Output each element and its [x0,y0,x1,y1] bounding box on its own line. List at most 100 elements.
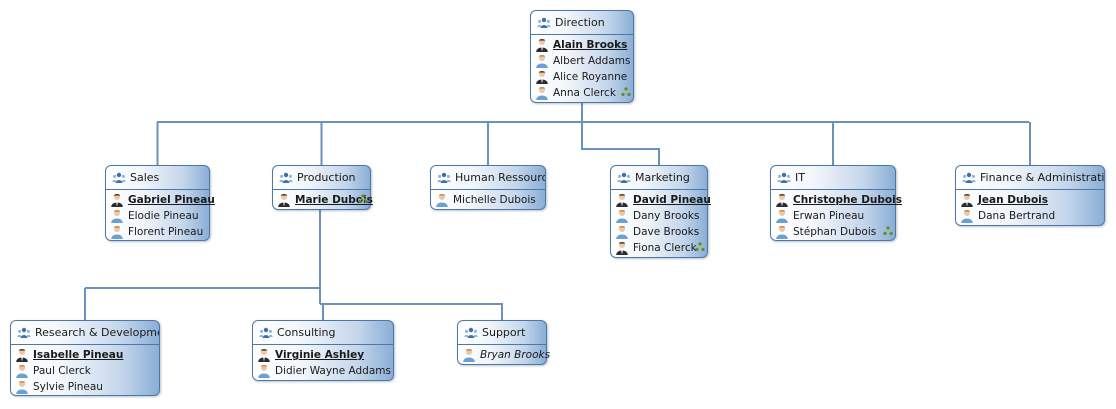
member-name: Dany Brooks [633,210,700,222]
member-row[interactable]: Elodie Pineau [110,208,209,224]
member-row[interactable]: Dana Bertrand [960,208,1104,224]
org-unit-icon [617,171,631,185]
unit-title: Research & Development [35,326,159,339]
person-icon [110,209,124,223]
person-icon [775,225,789,239]
member-name: Sylvie Pineau [33,381,103,393]
member-row[interactable]: Bryan Brooks [462,347,550,363]
member-row[interactable]: Alice Royanne [535,69,633,85]
member-row[interactable]: Isabelle Pineau [15,347,159,363]
person-icon [257,364,271,378]
unit-title: IT [795,171,805,184]
member-row[interactable]: Anna Clerck [535,85,633,101]
manager-person-icon [110,193,124,207]
unit-header[interactable]: Finance & Administrative [956,166,1104,190]
unit-header[interactable]: Production [273,166,370,190]
person-icon [960,209,974,223]
manager-name: David Pineau [633,194,711,206]
assistant-icon [358,193,368,203]
unit-title: Marketing [635,171,690,184]
unit-header[interactable]: Marketing [611,166,707,190]
manager-person-icon [535,38,549,52]
member-row[interactable]: David Pineau [615,192,711,208]
manager-name: Christophe Dubois [793,194,902,206]
connector-to-marketing [581,122,660,165]
member-list: Bryan Brooks [458,345,550,363]
manager-person-icon [15,348,29,362]
member-row[interactable]: Dave Brooks [615,224,707,240]
member-row[interactable]: Christophe Dubois [775,192,902,208]
member-row[interactable]: Michelle Dubois [435,192,545,208]
manager-name: Gabriel Pineau [128,194,215,206]
member-list: Marie Dubois [273,190,373,208]
unit-title: Direction [555,16,605,29]
member-name: Michelle Dubois [453,194,536,206]
org-unit-icon [279,171,293,185]
member-row[interactable]: Dany Brooks [615,208,707,224]
unit-title: Consulting [277,326,336,339]
unit-title: Sales [130,171,160,184]
connector-to-support [320,303,503,320]
unit-header[interactable]: Sales [106,166,209,190]
member-row[interactable]: Gabriel Pineau [110,192,215,208]
manager-name: Isabelle Pineau [33,349,124,361]
person-icon [615,209,629,223]
member-row[interactable]: Paul Clerck [15,363,159,379]
member-row[interactable]: Sylvie Pineau [15,379,159,395]
member-name: Florent Pineau [128,226,204,238]
member-row[interactable]: Marie Dubois [277,192,373,208]
connector-to-consulting [320,303,324,320]
member-row[interactable]: Didier Wayne Addams [257,363,393,379]
person-icon [110,225,124,239]
member-row[interactable]: Alain Brooks [535,37,633,53]
person-icon [435,193,449,207]
unit-header[interactable]: Direction [531,11,633,35]
person-icon [15,380,29,394]
member-name: Alice Royanne [553,71,628,83]
member-row[interactable]: Florent Pineau [110,224,209,240]
unit-header[interactable]: Research & Development [11,321,159,345]
member-name: Anna Clerck [553,87,616,99]
unit-header[interactable]: Consulting [253,321,393,345]
assistant-icon [695,241,705,251]
unit-header[interactable]: IT [771,166,895,190]
unit-header[interactable]: Support [458,321,546,345]
manager-name: Marie Dubois [295,194,373,206]
unit-rnd[interactable]: Research & DevelopmentIsabelle PineauPau… [10,320,160,396]
unit-header[interactable]: Human Ressource [431,166,545,190]
unit-title: Human Ressource [455,171,545,184]
org-unit-icon [17,326,31,340]
member-row[interactable]: Fiona Clerck [615,240,707,256]
member-row[interactable]: Virginie Ashley [257,347,393,363]
member-name: Fiona Clerck [633,242,697,254]
member-name: Bryan Brooks [480,349,551,361]
member-name: Erwan Pineau [793,210,865,222]
member-name: Didier Wayne Addams [275,365,391,377]
unit-title: Support [482,326,526,339]
person-icon [462,348,476,362]
member-row[interactable]: Erwan Pineau [775,208,895,224]
org-unit-icon [259,326,273,340]
manager-person-icon [535,70,549,84]
org-unit-icon [112,171,126,185]
manager-person-icon [257,348,271,362]
person-icon [535,86,549,100]
member-name: Albert Addams [553,55,631,67]
member-row[interactable]: Stéphan Dubois [775,224,895,240]
member-row[interactable]: Jean Dubois [960,192,1104,208]
org-unit-icon [777,171,791,185]
member-row[interactable]: Albert Addams [535,53,633,69]
